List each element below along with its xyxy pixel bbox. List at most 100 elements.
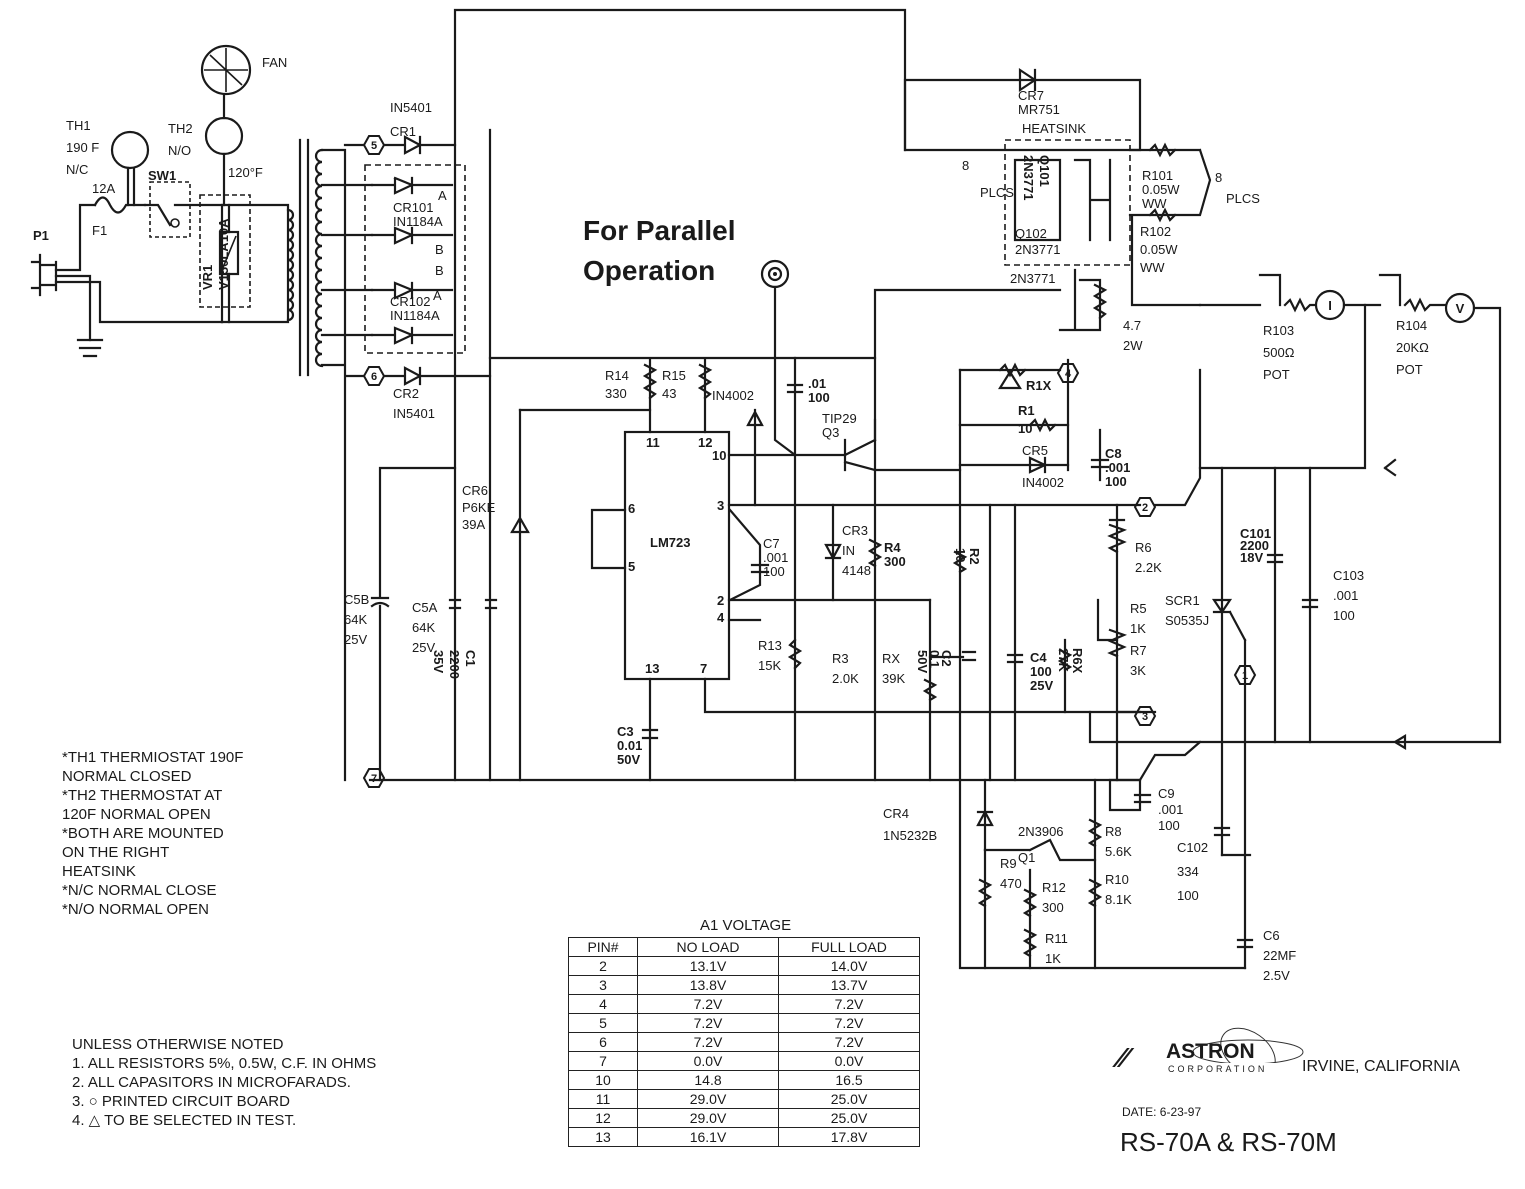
table-cell: 13.8V: [637, 975, 779, 995]
component-label: C2: [939, 650, 954, 667]
component-label: 470: [1000, 876, 1022, 891]
table-header-cell: NO LOAD: [637, 937, 779, 957]
company-sub: CORPORATION: [1168, 1064, 1268, 1074]
general-note-item: 3. ○ PRINTED CIRCUIT BOARD: [72, 1093, 290, 1110]
component-label: 2N3771: [1015, 242, 1061, 257]
table-cell: 0.0V: [637, 1051, 779, 1071]
component-label: C7: [763, 536, 780, 551]
component-label: 500Ω: [1263, 345, 1295, 360]
component-label: 100: [763, 564, 785, 579]
component-label: V150LA10A: [216, 218, 231, 290]
table-cell: 7.2V: [637, 994, 779, 1014]
component-label: R13: [758, 638, 782, 653]
component-label: 2.0K: [832, 671, 859, 686]
component-label: N/O: [168, 143, 191, 158]
table-cell: 3: [568, 975, 638, 995]
component-label: MR751: [1018, 102, 1060, 117]
table-cell: 5: [568, 1013, 638, 1033]
component-label: Q3: [822, 425, 839, 440]
table-cell: 7.2V: [778, 994, 920, 1014]
component-label: SW1: [148, 168, 176, 183]
component-label: 8.1K: [1105, 892, 1132, 907]
component-label: 334: [1177, 864, 1199, 879]
component-label: CR4: [883, 806, 909, 821]
component-label: C102: [1177, 840, 1208, 855]
general-notes: UNLESS OTHERWISE NOTED 1. ALL RESISTORS …: [72, 1035, 376, 1130]
ic-pin-label: 3: [717, 498, 724, 513]
ic-pin-label: 12: [698, 435, 712, 450]
component-label: 35V: [431, 650, 446, 673]
regulator-section: [488, 288, 1142, 782]
component-label: 5.6K: [1105, 844, 1132, 859]
rectifier-terminal-label: B: [435, 242, 444, 257]
component-label: R8: [1105, 824, 1122, 839]
table-cell: 7.2V: [778, 1032, 920, 1052]
logo-orbit-icon: [1192, 1027, 1304, 1063]
table-cell: 14.0V: [778, 956, 920, 976]
component-label: 0.05W: [1142, 182, 1180, 197]
component-label: C5A: [412, 600, 438, 615]
component-label: N/C: [66, 162, 88, 177]
component-label: 25V: [1030, 678, 1053, 693]
component-label: R5: [1130, 601, 1147, 616]
thermostat-note-line: *TH1 THERMIOSTAT 190F: [62, 749, 244, 766]
component-label: 27K: [1056, 648, 1071, 672]
component-label: 0.1: [927, 650, 942, 668]
component-label: .001: [1105, 460, 1130, 475]
component-label: 43: [662, 386, 676, 401]
component-label: FAN: [262, 55, 287, 70]
component-label: CR6: [462, 483, 488, 498]
table-cell: 7: [568, 1051, 638, 1071]
component-label: IN5401: [390, 100, 432, 115]
ic-pin-label: 11: [646, 435, 660, 450]
component-label: 10: [953, 548, 968, 562]
component-label: 120°F: [228, 165, 263, 180]
pcb-node-label: 5: [371, 140, 377, 152]
component-label: Q102: [1015, 226, 1047, 241]
thermostat-note-line: *TH2 THERMOSTAT AT: [62, 787, 223, 804]
component-label: 39K: [882, 671, 905, 686]
component-label: 1N5232B: [883, 828, 937, 843]
pcb-node-label: 3: [1142, 711, 1148, 723]
voltage-table-title: A1 VOLTAGE: [700, 917, 792, 934]
component-label: 190 F: [66, 140, 99, 155]
pcb-node-label: 2: [1142, 502, 1148, 514]
component-label: TIP29: [822, 411, 857, 426]
component-label: 100: [1030, 664, 1052, 679]
thermostat-note-line: *N/C NORMAL CLOSE: [62, 882, 217, 899]
table-cell: 10: [568, 1070, 638, 1090]
company-location: IRVINE, CALIFORNIA: [1302, 1058, 1460, 1075]
company-name: ASTRON: [1166, 1040, 1255, 1063]
rectifier-terminal-label: A: [438, 188, 447, 203]
table-cell: 29.0V: [637, 1108, 779, 1128]
component-label: R10: [1105, 872, 1129, 887]
plcs-label: PLCS: [980, 185, 1014, 200]
component-label: 1K: [1045, 951, 1061, 966]
component-label: 15K: [758, 658, 781, 673]
table-cell: 7.2V: [637, 1032, 779, 1052]
component-label: R3: [832, 651, 849, 666]
table-cell: 16.1V: [637, 1127, 779, 1147]
plcs-label: PLCS: [1226, 191, 1260, 206]
component-label: .001: [1158, 802, 1183, 817]
component-label: 50V: [617, 752, 640, 767]
component-label: C103: [1333, 568, 1364, 583]
thermostat-note-line: 120F NORMAL OPEN: [62, 806, 211, 823]
thermostat-note-line: ON THE RIGHT: [62, 844, 170, 861]
ic-pin-label: 7: [700, 661, 707, 676]
table-cell: 13: [568, 1127, 638, 1147]
component-label: 4148: [842, 563, 871, 578]
table-cell: 12: [568, 1108, 638, 1128]
component-label: 0.01: [617, 738, 642, 753]
component-label: 0.05W: [1140, 242, 1178, 257]
component-label: 2200: [1240, 538, 1269, 553]
component-label: R1X: [1026, 378, 1052, 393]
component-label: 2N3771: [1021, 155, 1036, 201]
component-label: 25V: [412, 640, 435, 655]
